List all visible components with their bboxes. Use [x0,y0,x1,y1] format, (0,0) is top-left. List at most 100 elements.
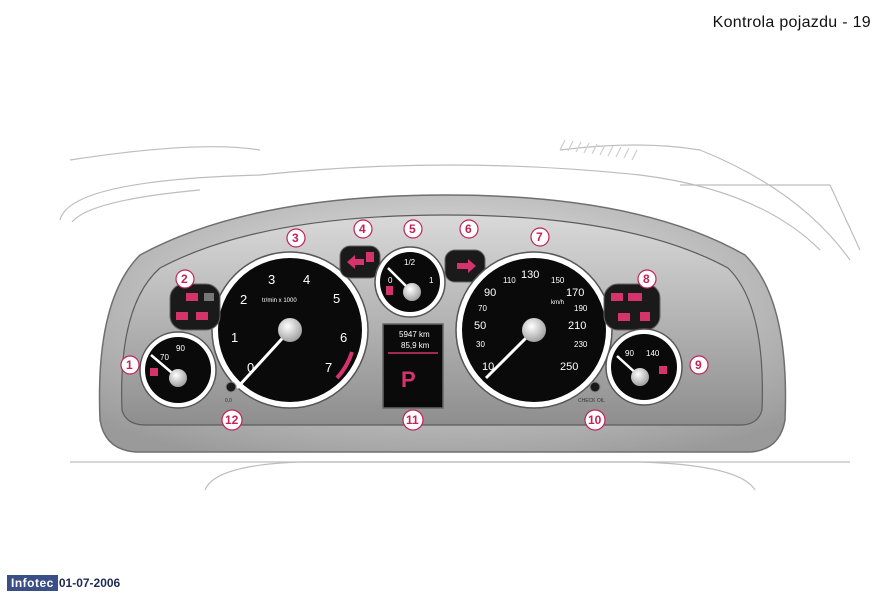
callout-11: 11 [402,409,424,431]
tach-unit: tr/min x 1000 [262,298,297,304]
tach-label-0: 0 [247,360,254,375]
callout-1: 1 [120,355,140,375]
left-small-label: 0,0 [225,398,232,404]
fuel-label-half: 1/2 [404,258,416,267]
coolant-label-70: 70 [160,353,169,362]
speed-hub [522,318,546,342]
oil-hub [631,368,649,386]
oil-gauge: 90 140 [605,328,683,406]
speed-unit: km/h [551,300,564,306]
foglight-icon [204,293,214,301]
callout-9: 9 [689,355,709,375]
svg-text:4: 4 [359,222,366,236]
svg-text:2: 2 [181,272,188,286]
callouts: 1 2 3 4 5 6 7 8 9 10 11 12 [120,219,709,431]
left-indicator-lamp [339,245,381,279]
speed-label-170: 170 [566,287,584,299]
footer-brand: Infotec [7,575,58,591]
oil-level-icon [659,366,667,374]
tach-label-3: 3 [268,272,275,287]
svg-text:6: 6 [465,222,472,236]
right-indicator-lamp [444,249,486,283]
right-turn-arrow-icon [457,259,476,273]
trip-readout: 85,9 km [401,341,430,350]
tach-redline [335,351,354,380]
speed-label-90: 90 [484,287,496,299]
speed-label-30: 30 [476,340,485,349]
sidelight-icon [176,312,188,320]
check-label: CHECK OIL [578,398,605,404]
vent-grille [559,139,638,161]
engine-check-icon [628,293,642,301]
oil-label-90: 90 [625,349,634,358]
tach-needle [235,328,292,390]
right-warning-panel [603,283,661,331]
svg-text:10: 10 [588,413,602,427]
svg-text:5: 5 [409,222,416,236]
speed-label-130: 130 [521,269,539,281]
fuel-hub [403,283,421,301]
door-open-icon [640,312,650,321]
tach-label-7: 7 [325,360,332,375]
speed-label-110: 110 [503,276,516,285]
coolant-label-90: 90 [176,344,185,353]
speed-label-10: 10 [482,361,494,373]
footer: Infotec 01-07-2006 [7,575,120,591]
dashboard-sketch [59,144,861,491]
callout-5: 5 [403,219,423,239]
page-header: Kontrola pojazdu - 19 [712,14,871,31]
fuel-gauge: 0 1/2 1 [374,246,446,318]
check-button: CHECK OIL [578,381,605,404]
svg-text:11: 11 [406,413,419,427]
tach-hub [278,318,302,342]
speed-label-150: 150 [551,276,565,285]
speed-label-190: 190 [574,304,588,313]
oil-label-140: 140 [646,349,660,358]
tach-label-2: 2 [240,292,247,307]
battery-icon [618,313,630,321]
speed-label-230: 230 [574,340,588,349]
svg-text:3: 3 [292,231,299,245]
speed-label-70: 70 [478,304,487,313]
callout-10: 10 [584,409,606,431]
callout-6: 6 [459,219,479,239]
svg-text:8: 8 [643,272,650,286]
fuel-label-1: 1 [429,276,434,285]
rear-fog-icon [196,312,208,320]
tach-label-1: 1 [231,330,238,345]
svg-text:9: 9 [695,358,702,372]
coolant-hub [169,369,187,387]
callout-3: 3 [286,228,306,248]
svg-text:12: 12 [225,413,239,427]
svg-text:1: 1 [126,358,133,372]
speed-label-210: 210 [568,320,586,332]
svg-text:7: 7 [536,230,543,244]
headlight-icon [186,293,198,301]
tach-label-4: 4 [303,272,310,287]
coolant-gauge: 70 90 [139,331,217,409]
odometer-readout: 5947 km [399,330,430,339]
callout-4: 4 [353,219,373,239]
left-turn-arrow-icon [347,255,364,269]
speed-label-250: 250 [560,361,578,373]
callout-12: 12 [221,409,243,431]
gear-indicator: P [401,367,416,392]
fuel-pump-icon [386,286,393,295]
speed-label-50: 50 [474,320,486,332]
speedometer: 10 30 50 70 90 110 130 150 170 190 210 2… [455,251,613,409]
fuel-warning-icon [366,252,374,262]
callout-7: 7 [530,227,550,247]
tach-label-5: 5 [333,291,340,306]
trip-reset-button: 0,0 [225,381,237,404]
central-display: 5947 km 85,9 km P [382,323,444,409]
callout-2: 2 [175,269,195,289]
tachometer: 0 1 2 3 4 5 6 7 tr/min x 1000 [211,251,369,409]
fuel-label-0: 0 [388,276,393,285]
left-warning-panel [169,283,221,331]
brake-warning-icon [611,293,623,301]
tach-label-6: 6 [340,330,347,345]
temperature-icon [150,368,158,376]
callout-8: 8 [637,269,657,289]
footer-date: 01-07-2006 [58,576,121,590]
